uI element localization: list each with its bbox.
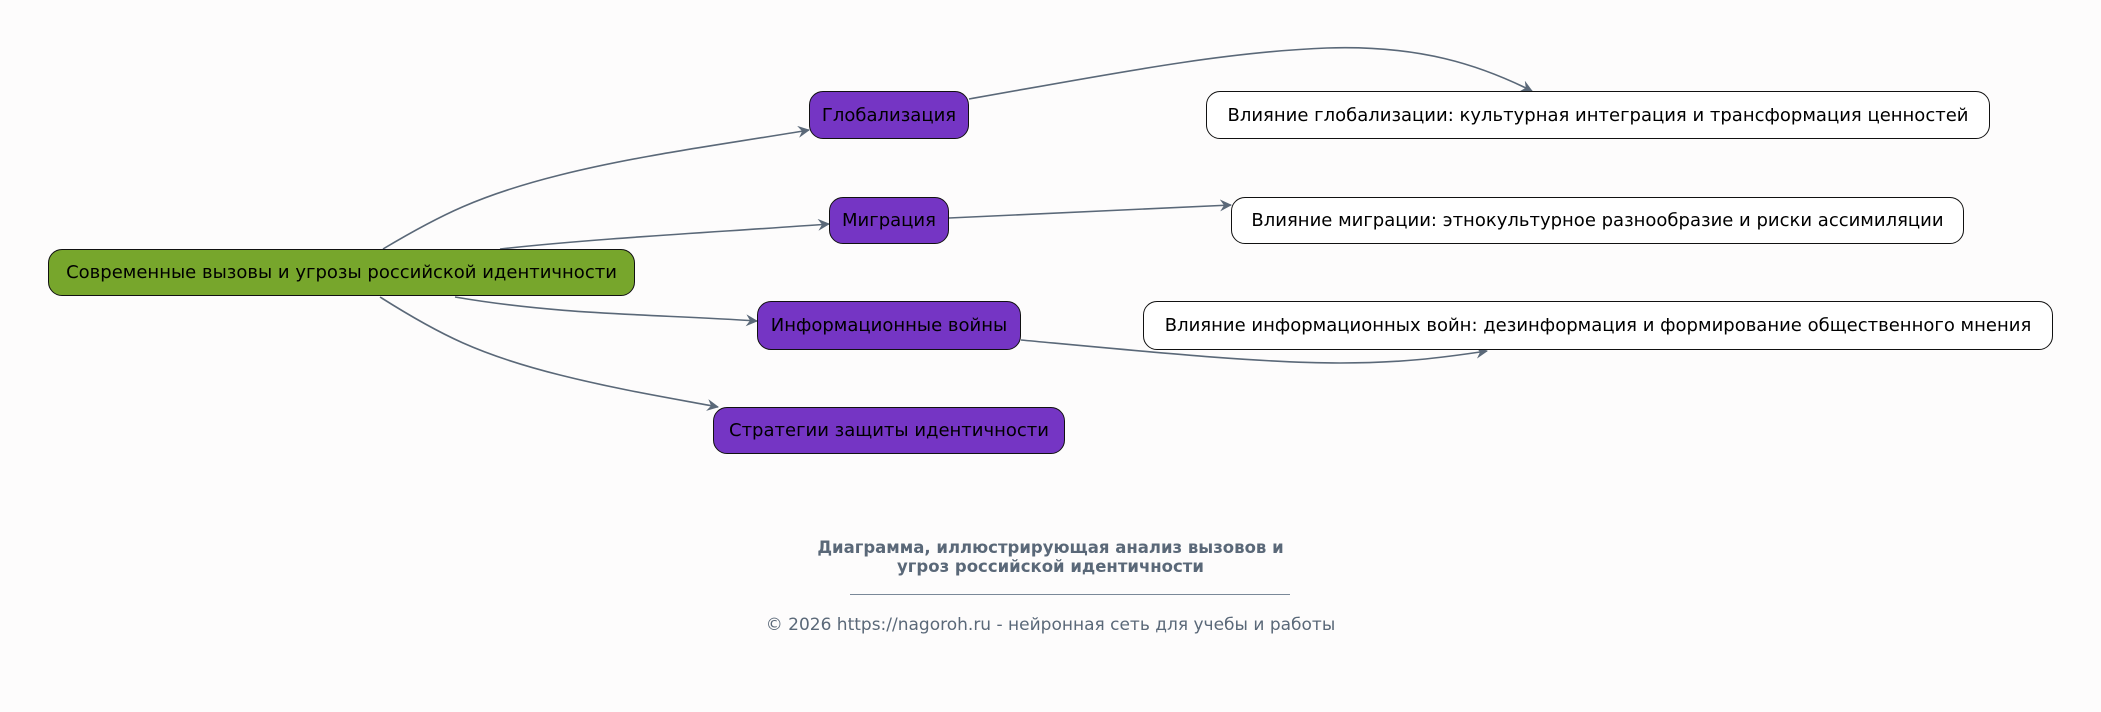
leaf-node-infowar[interactable]: Влияние информационных войн: дезинформац… (1143, 301, 2053, 350)
topic-label: Информационные войны (770, 315, 1008, 336)
edge-root-strategies (379, 296, 719, 411)
topic-node-migration[interactable]: Миграция (829, 197, 949, 244)
edge-globalization-leaf (968, 46, 1533, 100)
leaf-node-globalization[interactable]: Влияние глобализации: культурная интегра… (1206, 91, 1990, 139)
edge-migration-leaf (948, 199, 1232, 219)
caption-line-1: Диаграмма, иллюстрирующая анализ вызовов… (817, 538, 1284, 557)
topic-label: Глобализация (821, 104, 957, 126)
caption-divider (850, 594, 1290, 595)
root-node[interactable]: Современные вызовы и угрозы российской и… (48, 249, 635, 296)
edge-root-infowar (454, 296, 758, 327)
edge-root-migration (499, 218, 830, 250)
topic-label: Стратегии защиты идентичности (729, 420, 1049, 441)
topic-node-strategies[interactable]: Стратегии защиты идентичности (713, 407, 1065, 454)
leaf-label: Влияние информационных войн: дезинформац… (1164, 315, 2032, 336)
root-node-label: Современные вызовы и угрозы российской и… (66, 262, 617, 283)
topic-node-globalization[interactable]: Глобализация (809, 91, 969, 139)
leaf-label: Влияние глобализации: культурная интегра… (1227, 104, 1969, 126)
leaf-node-migration[interactable]: Влияние миграции: этнокультурное разнооб… (1231, 197, 1964, 244)
leaf-label: Влияние миграции: этнокультурное разнооб… (1251, 210, 1944, 231)
topic-label: Миграция (842, 210, 936, 231)
caption-line-2: угроз российской идентичности (897, 557, 1204, 576)
diagram-caption: Диаграмма, иллюстрирующая анализ вызовов… (0, 538, 2101, 576)
edge-root-globalization (382, 125, 810, 250)
topic-node-infowar[interactable]: Информационные войны (757, 301, 1021, 350)
copyright-text: © 2026 https://nagoroh.ru - нейронная се… (765, 615, 1336, 635)
edge-infowar-leaf (1020, 339, 1488, 364)
